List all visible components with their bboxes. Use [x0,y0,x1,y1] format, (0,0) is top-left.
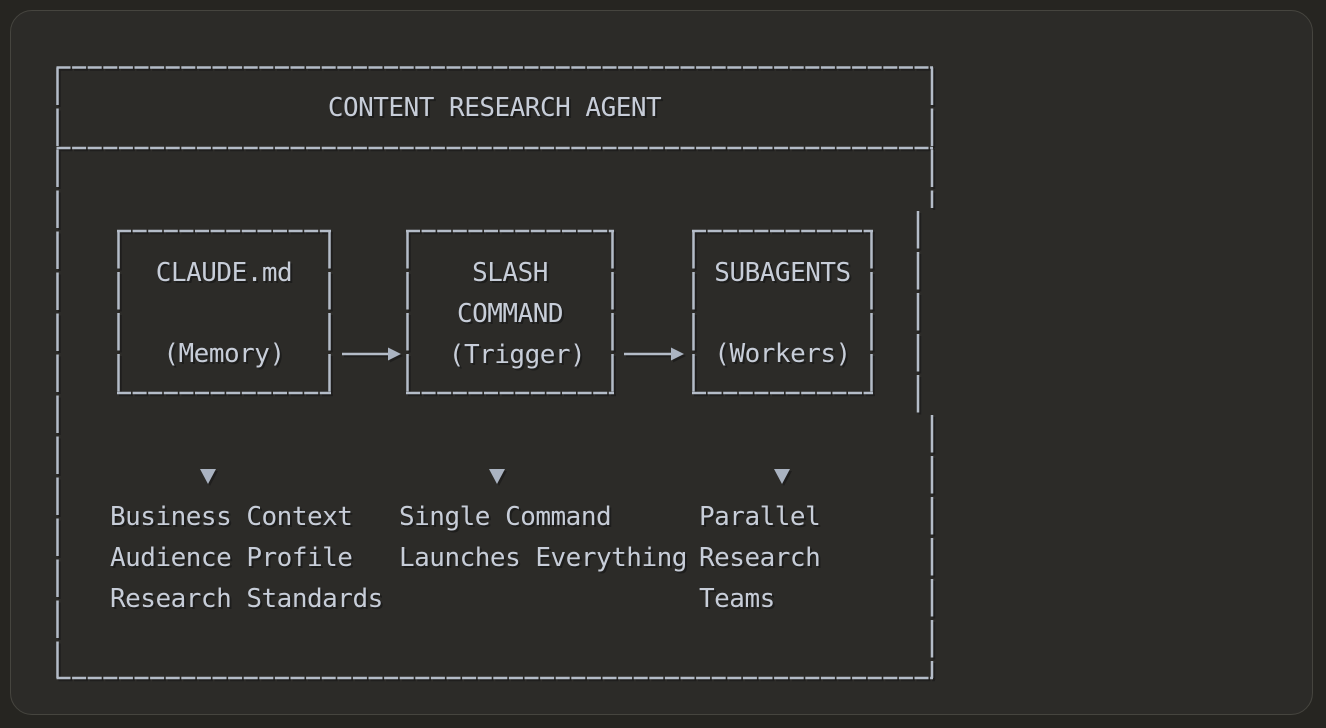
annotation-line: Business Context [110,502,353,532]
node-subagents-title: SUBAGENTS [714,258,851,288]
diagram-title: CONTENT RESEARCH AGENT [327,93,662,123]
node-box-slash-command [406,229,614,395]
annotation-line: Parallel [699,502,821,532]
node-slash-command-subtitle: (Trigger) [448,340,586,370]
annotation-claude-md: Business Context Audience Profile Resear… [110,497,383,620]
node-slash-command-title-line1: SLASH [472,258,548,288]
annotation-line: Teams [699,584,775,614]
node-box-claude-md [117,229,331,395]
annotation-line: Research [699,543,821,573]
node-slash-command-title-line2: COMMAND [456,299,564,329]
annotation-line: Research Standards [110,584,383,614]
annotation-line: Single Command [399,502,612,532]
node-claude-md-title: CLAUDE.md [155,258,293,288]
annotation-line: Audience Profile [110,543,353,573]
ascii-diagram-lines [56,66,934,680]
annotation-slash-command: Single Command Launches Everything [399,497,687,579]
arrow-right-icon [342,347,401,361]
triangle-down-icon [200,469,216,484]
annotation-subagents: Parallel Research Teams [699,497,821,620]
node-box-subagents [692,229,873,395]
arrow-right-icon [624,347,684,361]
triangle-down-icon [489,469,505,484]
terminal-card: CONTENT RESEARCH AGENT CLAUDE.md (Memory… [10,10,1313,715]
annotation-line: Launches Everything [399,543,687,573]
node-claude-md-subtitle: (Memory) [163,339,285,369]
triangle-down-icon [774,469,790,484]
outer-frame [56,66,934,680]
node-subagents-subtitle: (Workers) [714,339,851,369]
